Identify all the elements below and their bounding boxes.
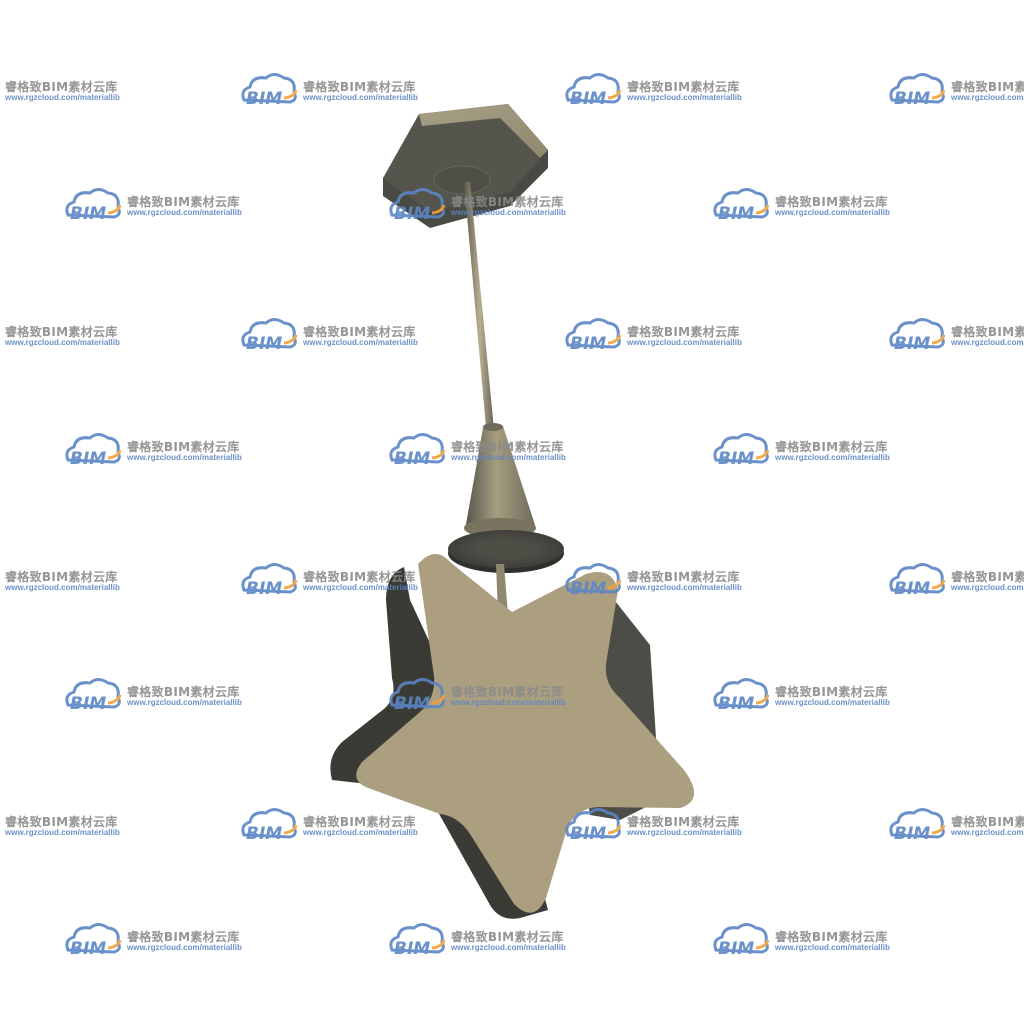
cone-socket — [464, 423, 536, 538]
canopy-top-face — [383, 104, 548, 212]
ceiling-canopy — [383, 104, 548, 228]
canopy-upper-face — [419, 104, 548, 158]
disc-shade — [448, 530, 564, 573]
suspension-rod — [464, 182, 496, 450]
star-front-face — [356, 553, 695, 913]
star-shade — [330, 553, 695, 919]
canopy-boss — [433, 165, 491, 195]
